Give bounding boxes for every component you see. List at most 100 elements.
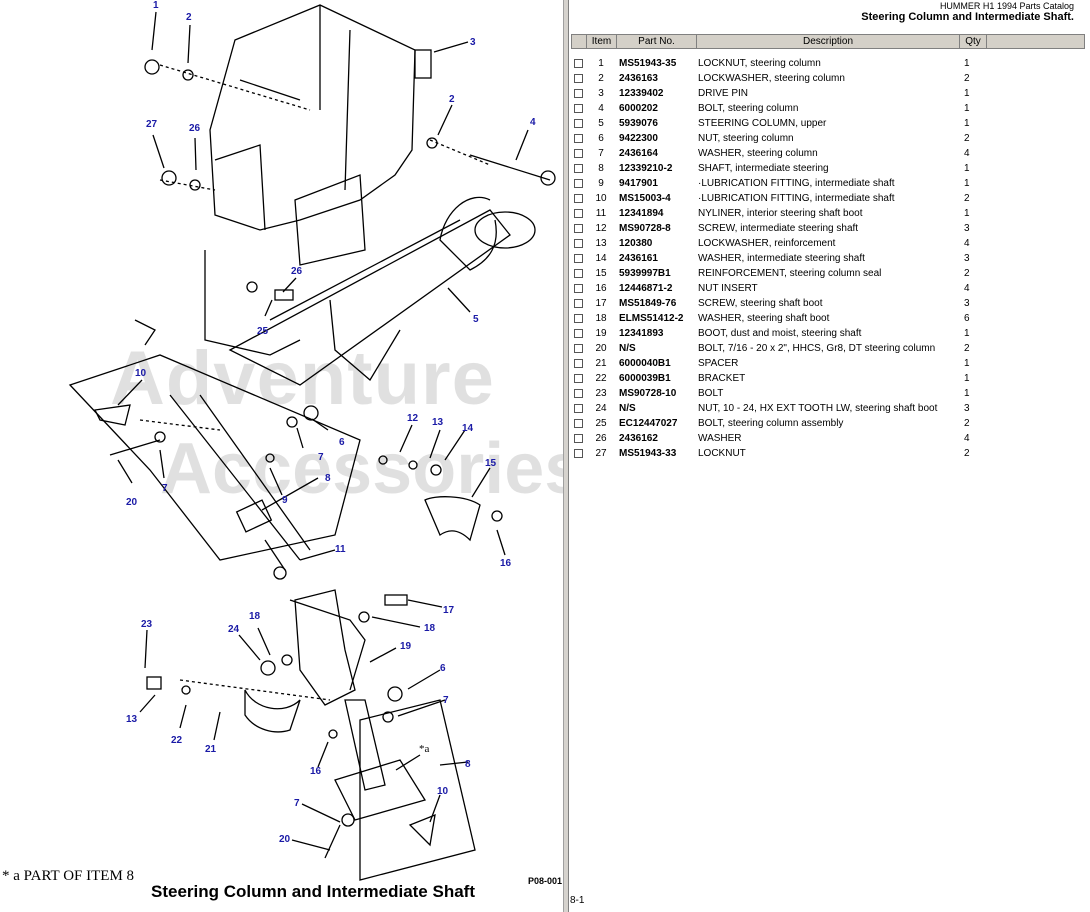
row-qty: 1 <box>964 328 970 339</box>
row-part-no: 120380 <box>619 238 653 249</box>
row-item: 24 <box>595 403 607 414</box>
row-part-no: MS15003-4 <box>619 193 671 204</box>
callout-21: 21 <box>205 744 217 755</box>
row-description: SCREW, steering shaft boot <box>698 298 823 309</box>
row-qty: 1 <box>964 388 970 399</box>
row-part-no: 12341894 <box>619 208 664 219</box>
callout-9: 9 <box>282 495 288 506</box>
row-checkbox[interactable] <box>574 404 583 413</box>
row-item: 21 <box>595 358 607 369</box>
row-checkbox[interactable] <box>574 149 583 158</box>
exploded-parts-diagram: 1 2 3 2 4 27 26 26 25 5 10 6 7 20 7 9 8 … <box>68 0 556 881</box>
row-checkbox[interactable] <box>574 314 583 323</box>
row-item: 4 <box>598 103 604 114</box>
table-header: Item Part No. Description Qty <box>571 34 1085 49</box>
row-checkbox[interactable] <box>574 434 583 443</box>
row-checkbox[interactable] <box>574 284 583 293</box>
row-checkbox[interactable] <box>574 299 583 308</box>
row-checkbox[interactable] <box>574 224 583 233</box>
header-description[interactable]: Description <box>697 35 960 48</box>
row-item: 15 <box>595 268 607 279</box>
row-item: 9 <box>598 178 604 189</box>
row-qty: 1 <box>964 178 970 189</box>
row-checkbox[interactable] <box>574 359 583 368</box>
row-checkbox[interactable] <box>574 74 583 83</box>
callout-12: 12 <box>407 413 419 424</box>
row-qty: 4 <box>964 238 970 249</box>
callout-16: 16 <box>500 558 512 569</box>
row-item: 16 <box>595 283 607 294</box>
row-checkbox[interactable] <box>574 344 583 353</box>
row-item: 12 <box>595 223 607 234</box>
header-item[interactable]: Item <box>587 35 617 48</box>
header-qty[interactable]: Qty <box>960 35 987 48</box>
row-checkbox[interactable] <box>574 89 583 98</box>
row-checkbox[interactable] <box>574 179 583 188</box>
row-checkbox[interactable] <box>574 164 583 173</box>
row-part-no: MS51943-33 <box>619 448 677 459</box>
row-checkbox[interactable] <box>574 374 583 383</box>
row-item: 7 <box>598 148 604 159</box>
row-part-no: 12446871-2 <box>619 283 673 294</box>
pane-splitter[interactable] <box>563 0 569 912</box>
row-checkbox[interactable] <box>574 254 583 263</box>
row-checkbox[interactable] <box>574 449 583 458</box>
row-part-no: 2436161 <box>619 253 658 264</box>
row-qty: 2 <box>964 418 970 429</box>
row-checkbox[interactable] <box>574 419 583 428</box>
watermark-line1: Adventure <box>110 336 495 421</box>
row-checkbox[interactable] <box>574 389 583 398</box>
row-part-no: EC12447027 <box>619 418 678 429</box>
header-part-no[interactable]: Part No. <box>617 35 697 48</box>
row-checkbox[interactable] <box>574 134 583 143</box>
row-part-no: 5939076 <box>619 118 658 129</box>
callout-15: 15 <box>485 458 497 469</box>
callout-13b: 13 <box>126 714 138 725</box>
row-qty: 2 <box>964 448 970 459</box>
row-checkbox[interactable] <box>574 239 583 248</box>
row-checkbox[interactable] <box>574 119 583 128</box>
row-description: LOCKNUT <box>698 448 746 459</box>
row-checkbox[interactable] <box>574 59 583 68</box>
row-description: REINFORCEMENT, steering column seal <box>698 268 882 279</box>
row-description: BOLT, steering column <box>698 103 799 114</box>
row-checkbox[interactable] <box>574 194 583 203</box>
row-checkbox[interactable] <box>574 104 583 113</box>
row-description: WASHER, steering shaft boot <box>698 313 830 324</box>
callout-10b: 10 <box>437 786 449 797</box>
row-checkbox[interactable] <box>574 209 583 218</box>
diagram-pane[interactable]: Adventure Accessories <box>0 0 584 912</box>
callout-7: 7 <box>318 452 324 463</box>
row-part-no: ELMS51412-2 <box>619 313 684 324</box>
callout-27: 27 <box>146 119 158 130</box>
row-checkbox[interactable] <box>574 329 583 338</box>
row-checkbox[interactable] <box>574 269 583 278</box>
